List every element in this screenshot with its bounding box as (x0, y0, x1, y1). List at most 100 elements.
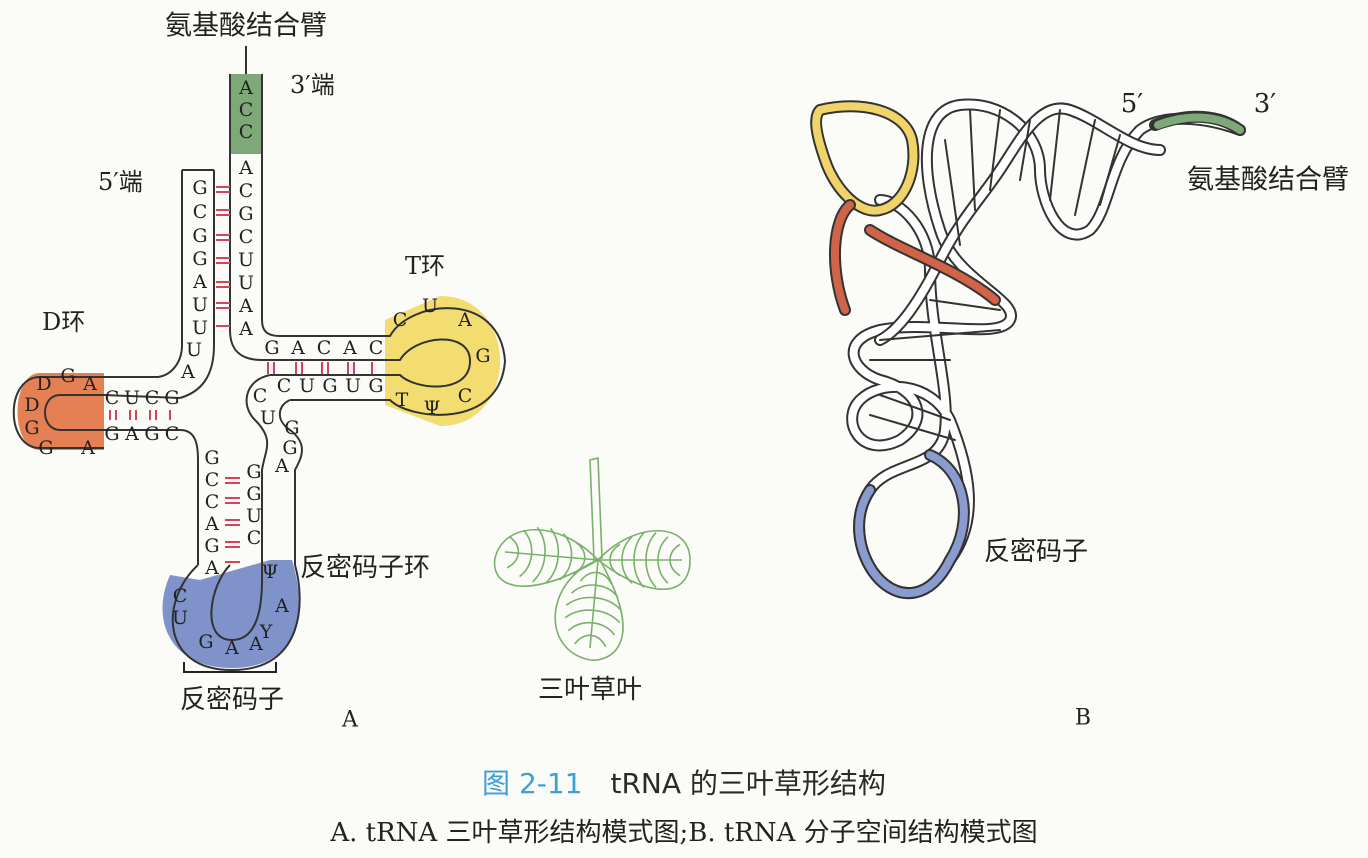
clover-vein (562, 533, 573, 558)
t-loop-inner (270, 338, 472, 388)
nt-acceptor-3-0: A (238, 157, 253, 179)
helix-rungs (869, 109, 1121, 441)
nt-acceptor-3-7: A (238, 318, 253, 340)
nt-variable-0: C (253, 385, 268, 407)
clover-vein (594, 596, 622, 611)
nt-t-stem-bottom-4: G (368, 375, 383, 397)
nt-acceptor-3-6: A (238, 295, 253, 317)
clover-vein (609, 559, 621, 577)
nt-t-stem-bottom-1: U (299, 375, 315, 397)
nt-ac-loop-5: Y (259, 621, 273, 643)
anticodon-bracket (183, 662, 277, 673)
clover-vein (531, 555, 546, 583)
t-stem-bonds (267, 362, 373, 374)
nt-acc-end-1: C (239, 99, 254, 121)
nt-acceptor-5-0: G (192, 177, 207, 199)
clover-vein (609, 543, 621, 561)
anticodon-label: 反密码子 (180, 685, 284, 715)
nt-t-loop-0: C (393, 309, 408, 331)
nt-t-stem-top-4: C (369, 337, 384, 359)
ribbon-strand2-fill (876, 104, 1164, 344)
nt-acc-end-0: A (238, 77, 253, 99)
variable-loop-outline (245, 374, 303, 565)
panel-b-3d-structure (810, 98, 1246, 599)
clover-vein (571, 584, 596, 594)
t-loop-highlight (385, 296, 500, 426)
nt-t-stem-top-3: A (342, 337, 357, 359)
nt-acceptor-3-1: C (239, 180, 254, 202)
anticodon-stem-bonds (225, 477, 240, 563)
acceptor-end-green (1154, 113, 1244, 134)
nt-t-stem-bottom-3: U (345, 375, 361, 397)
clover-vein (575, 541, 586, 559)
clover-vein (633, 559, 645, 588)
nt-t-loop-6: T (396, 389, 409, 411)
clover-vein (621, 536, 633, 561)
nt-d-stem-top-1: U (124, 387, 140, 409)
amino-acid-arm-label: 氨基酸结合臂 (165, 11, 327, 42)
nt-ac-stem-left-5: A (204, 557, 219, 579)
clover-vein (564, 609, 594, 619)
nt-variable-2: G (284, 417, 299, 439)
five-prime-label-b: 5′ (1121, 89, 1144, 119)
clover-leaf-illustration (493, 456, 691, 661)
nt-ac-loop-0: C (173, 585, 188, 607)
panel-b-letter: B (1075, 706, 1091, 731)
three-prime-end-label: 3′端 (290, 71, 335, 99)
t-loop-outer (290, 307, 507, 416)
nt-d-stem-bottom-3: C (165, 423, 180, 445)
nt-t-loop-4: C (458, 385, 473, 407)
nt-ac-loop-1: U (172, 607, 188, 629)
clover-vein (595, 584, 619, 598)
clover-veins (504, 526, 682, 649)
d-loop-3d-yellow (812, 102, 918, 215)
nt-d-stem-top-2: C (145, 387, 160, 409)
anticodon-loop-label: 反密码子环 (300, 553, 430, 583)
d-loop-outline (12, 376, 104, 449)
clover-vein (565, 596, 595, 606)
nt-ac-loop-2: G (198, 631, 213, 653)
nt-t-stem-bottom-0: C (277, 375, 292, 397)
clover-vein (545, 556, 559, 584)
nt-t-stem-top-0: G (264, 337, 279, 359)
five-prime-end-label: 5′端 (98, 168, 143, 196)
clover-vein (591, 634, 607, 648)
clover-stem (589, 456, 603, 562)
nt-acceptor-5-7: U (186, 339, 202, 361)
nt-ac-stem-left-3: A (204, 513, 219, 535)
nt-ac-stem-right-2: U (246, 505, 262, 527)
clover-vein (567, 621, 593, 632)
nt-t-loop-3: G (475, 345, 490, 367)
nt-t-stem-bottom-2: G (322, 375, 337, 397)
clover-label: 三叶草叶 (538, 675, 642, 705)
nt-ac-loop-3: A (224, 637, 239, 659)
anticodon-loop-outline (171, 564, 301, 672)
nt-acceptor-5-5: U (192, 294, 208, 316)
clover-vein (645, 532, 657, 561)
nt-acceptor-3-4: U (238, 249, 254, 271)
nt-acceptor-3-3: C (239, 226, 254, 248)
nt-ac-loop-6: A (274, 595, 289, 617)
nt-ac-stem-right-1: G (246, 483, 261, 505)
d-stem-outline (103, 394, 199, 565)
nt-t-stem-top-2: C (317, 337, 332, 359)
base-pair-bonds (109, 186, 373, 563)
clover-vein (522, 529, 533, 555)
nt-variable-1: U (260, 407, 276, 429)
amino-acid-arm-label-b: 氨基酸结合臂 (1187, 165, 1349, 196)
clover-midrib-0 (504, 551, 599, 561)
nt-d-loop-1: G (60, 365, 75, 387)
clover-vein (558, 557, 573, 581)
clover-vein (596, 571, 613, 585)
nt-ac-stem-left-1: C (205, 469, 220, 491)
figure-number: 图 2-11 (482, 767, 583, 800)
nt-variable-3: G (282, 437, 297, 459)
nt-d-stem-bottom-2: G (144, 423, 159, 445)
clover-left-leaflet (493, 529, 600, 587)
clover-bottom-leaflet (554, 559, 624, 661)
t-loop-label: T环 (405, 252, 445, 280)
nt-acceptor-5-3: G (192, 248, 207, 270)
nt-d-loop-6: A (80, 437, 95, 459)
nt-d-loop-2: D (36, 373, 51, 395)
